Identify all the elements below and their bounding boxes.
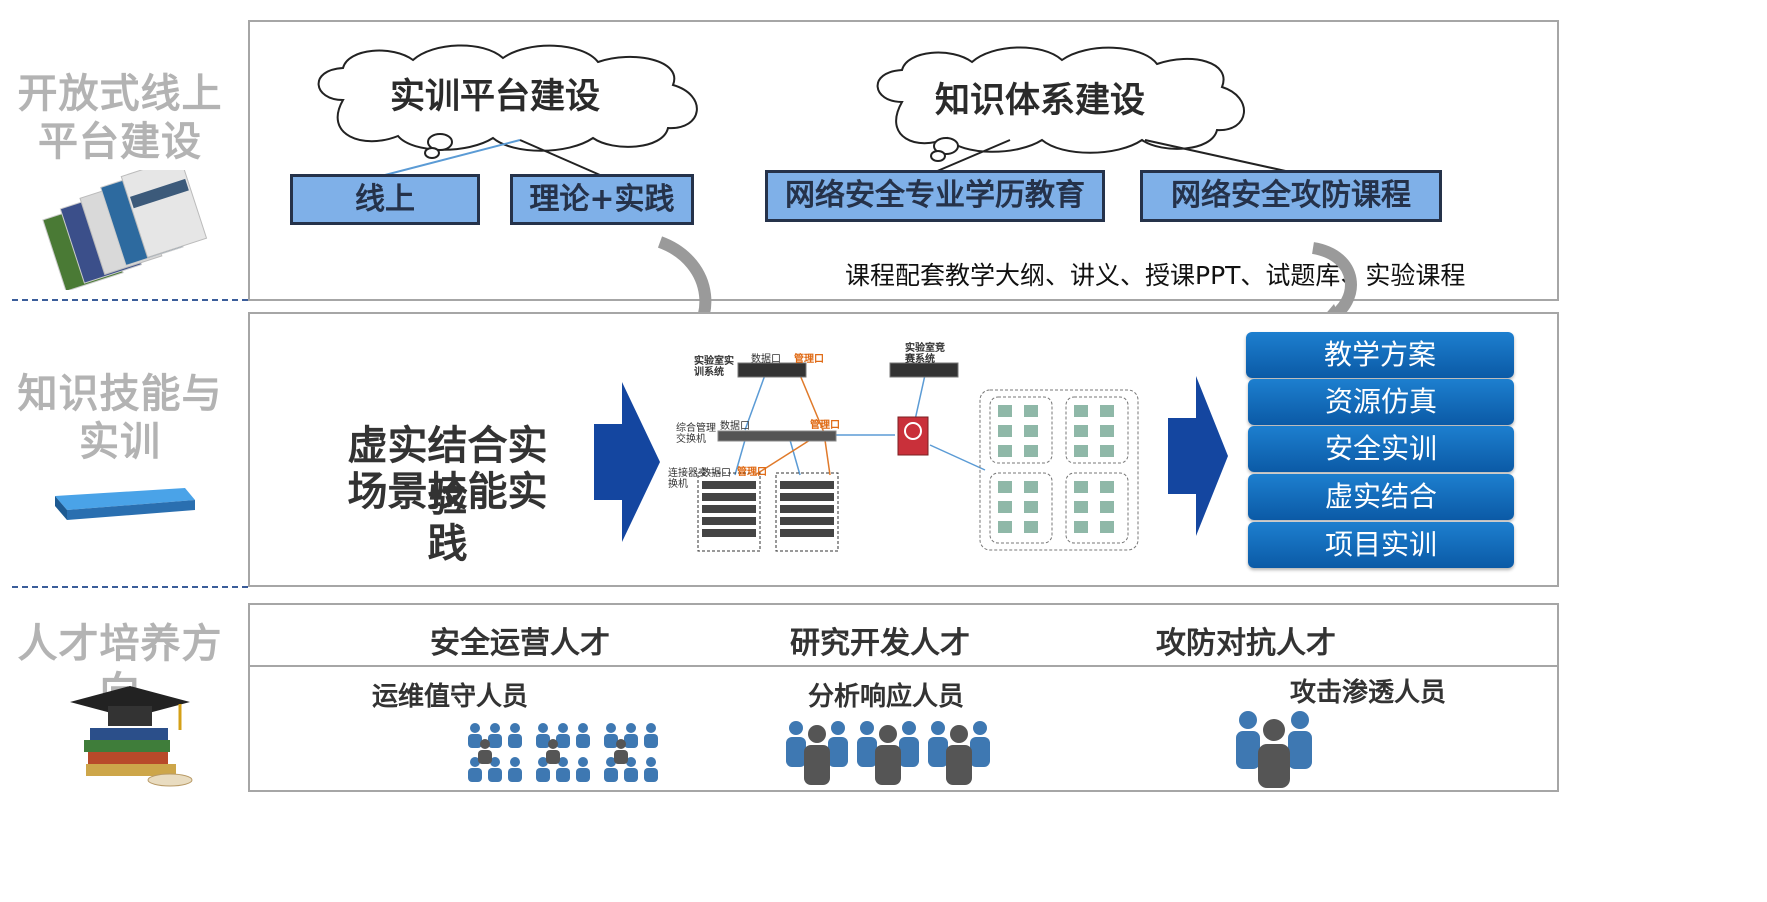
course-materials-note: 课程配套教学大纲、讲义、授课PPT、试题库、实验课程 [845, 261, 1466, 290]
label-data-port-1: 数据口 [751, 354, 781, 365]
box-theory-practice: 理论+实践 [510, 174, 694, 225]
role-penetration-testing: 攻击渗透人员 [1289, 678, 1446, 708]
skill-item-security-training: 安全实训 [1248, 426, 1514, 472]
main-text-line1: 虚实结合实验 [347, 423, 548, 521]
label-access-switch: 连接器交换机 [668, 468, 708, 490]
box-online: 线上 [290, 174, 480, 225]
skill-item-project-training: 项目实训 [1248, 522, 1514, 568]
role-analysis-response: 分析响应人员 [807, 682, 964, 712]
section-title-skills: 知识技能与实训 [17, 371, 223, 465]
cloud-label-training: 实训平台建设 [389, 77, 600, 117]
skill-item-virtual-real: 虚实结合 [1248, 474, 1514, 520]
cloud-connectors [384, 139, 1291, 176]
server-appliance-icon [55, 488, 195, 520]
cloud-label-knowledge: 知识体系建设 [934, 81, 1145, 121]
direction-research-development: 研究开发人才 [790, 626, 970, 661]
graduation-cap-icon [70, 686, 193, 787]
people-crowd-icon [468, 723, 658, 782]
role-operations-duty: 运维值守人员 [371, 682, 528, 712]
network-topology [697, 362, 1139, 552]
books-icon [42, 170, 208, 290]
cloud-shape-training [317, 44, 698, 159]
direction-attack-defense: 攻防对抗人才 [1156, 626, 1336, 661]
flow-arrow-left [594, 382, 660, 542]
box-degree-education: 网络安全专业学历教育 [765, 170, 1105, 222]
label-mgmt-port-1: 管理口 [794, 354, 824, 365]
label-data-port-3: 数据口 [701, 468, 731, 479]
separator-line-2 [12, 586, 248, 588]
main-text-line2: 场景技能实践 [347, 469, 548, 567]
flow-arrow-right [1168, 376, 1228, 536]
people-group-icon [786, 721, 990, 785]
people-team-icon [1236, 711, 1312, 788]
label-mgmt-port-3: 管理口 [737, 467, 767, 478]
label-data-port-2: 数据口 [720, 421, 750, 432]
direction-security-operations: 安全运营人才 [430, 626, 610, 661]
label-mgmt-port-2: 管理口 [810, 420, 840, 431]
talent-panel [248, 603, 1559, 792]
cloud-shape-knowledge [876, 46, 1245, 162]
section-title-platform: 开放式线上平台建设 [17, 71, 223, 165]
label-lab-training-system: 实验室实训系统 [694, 356, 734, 378]
label-mgmt-switch: 综合管理交换机 [676, 423, 716, 445]
label-lab-competition-system: 实验室竞赛系统 [905, 343, 945, 365]
talent-divider [250, 665, 1557, 667]
skill-item-teaching-plan: 教学方案 [1246, 332, 1514, 378]
skill-item-resource-simulation: 资源仿真 [1248, 379, 1514, 425]
box-attack-defense-course: 网络安全攻防课程 [1140, 170, 1442, 222]
separator-line-1 [12, 299, 248, 301]
